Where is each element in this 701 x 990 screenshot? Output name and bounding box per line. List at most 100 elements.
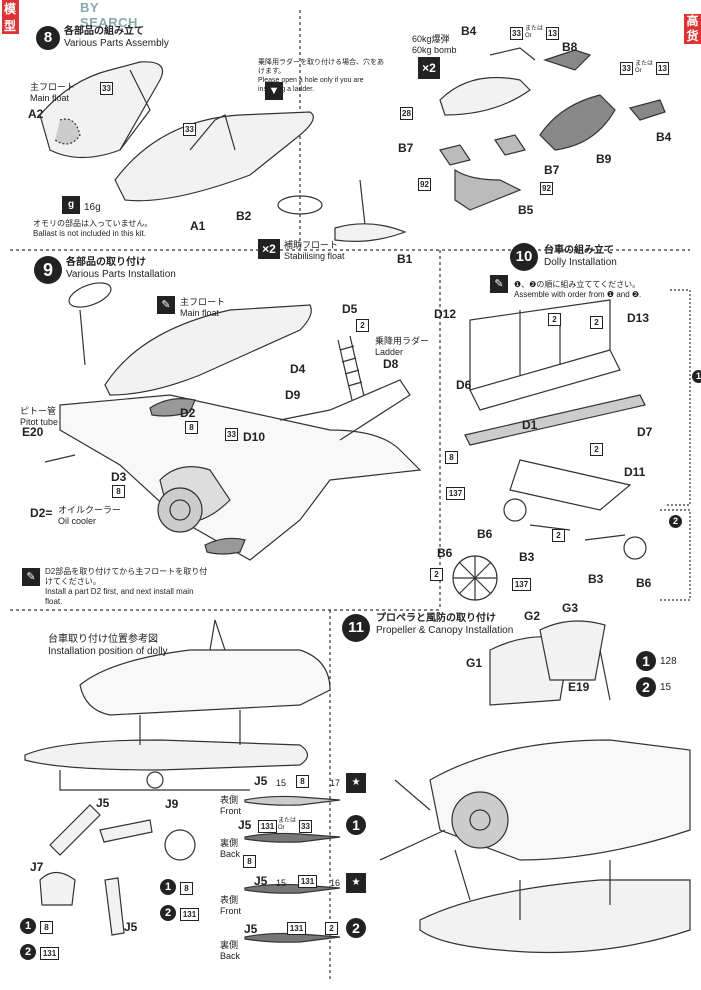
color-2: 2 <box>590 443 603 456</box>
color-13: 13 <box>546 27 559 40</box>
color-137: 137 <box>512 578 531 591</box>
label-j5: J5 <box>238 818 252 832</box>
color-33: 33 <box>620 62 633 75</box>
color-131: 131 <box>287 922 306 935</box>
group-1-marker: 1 <box>692 370 701 383</box>
label-b6: B6 <box>477 527 493 541</box>
drill-icon: ▼ <box>265 82 283 100</box>
ballast-note: オモリの部品は入っていません。Ballast is not included i… <box>33 219 153 238</box>
color-33: 33 <box>225 428 238 441</box>
multiply-two-badge: ×2 <box>418 57 440 79</box>
label-e19: E19 <box>568 680 590 694</box>
color-16: 16 <box>330 878 341 888</box>
color-8: 8 <box>296 775 309 788</box>
step9-title-en: Various Parts Installation <box>66 269 176 280</box>
color-8: 8 <box>180 882 193 895</box>
label-b7: B7 <box>398 141 414 155</box>
color-15: 15 <box>276 878 287 888</box>
label-d8: D8 <box>383 357 399 371</box>
step9-number: 9 <box>34 256 62 284</box>
ladder-hole-note: 乗降用ラダーを取り付ける場合、穴をあけます。Please open a hole… <box>258 59 384 93</box>
label-d11: D11 <box>624 465 646 479</box>
label-j7: J7 <box>30 860 44 874</box>
label-g2: G2 <box>524 609 541 623</box>
label-b2: B2 <box>236 209 252 223</box>
option-1-marker: 1 <box>160 879 176 895</box>
step8-title-en: Various Parts Assembly <box>64 38 169 49</box>
label-b4: B4 <box>461 24 477 38</box>
color-92: 92 <box>418 178 431 191</box>
step8-title: 各部品の組み立て Various Parts Assembly <box>64 26 169 50</box>
color-8: 8 <box>40 921 53 934</box>
color-92: 92 <box>540 182 553 195</box>
color-131: 131 <box>258 820 277 833</box>
color-131: 131 <box>180 908 199 921</box>
color-8: 8 <box>243 855 256 868</box>
label-b9: B9 <box>596 152 612 166</box>
step11-number: 11 <box>342 614 370 642</box>
star-marker: ★ <box>346 873 366 893</box>
label-b6: B6 <box>636 576 652 590</box>
color-2: 2 <box>548 313 561 326</box>
label-d13: D13 <box>627 311 650 325</box>
color-2: 2 <box>325 922 338 935</box>
step8-number: 8 <box>36 26 60 50</box>
step11-title-jp: プロペラと風防の取り付け <box>376 613 496 624</box>
label-b1: B1 <box>397 252 413 266</box>
option-1-marker: 1 <box>346 815 366 835</box>
option-2-marker: 2 <box>160 905 176 921</box>
label-d5: D5 <box>342 302 358 316</box>
color-2: 2 <box>356 319 369 332</box>
color-128: 128 <box>660 656 677 667</box>
label-j5: J5 <box>96 796 110 810</box>
step8-title-jp: 各部品の組み立て <box>64 26 144 37</box>
option-2-marker: 2 <box>20 944 36 960</box>
label-d10: D10 <box>243 430 266 444</box>
color-2: 2 <box>430 568 443 581</box>
color-28: 28 <box>400 107 413 120</box>
label-b3: B3 <box>519 550 535 564</box>
label-a1: A1 <box>190 219 206 233</box>
label-b8: B8 <box>562 40 578 54</box>
weight-value: 16g <box>84 202 101 213</box>
label-d4: D4 <box>290 362 306 376</box>
color-33: 33 <box>100 82 113 95</box>
label-g1: G1 <box>466 656 483 670</box>
color-8: 8 <box>112 485 125 498</box>
label-d3: D3 <box>111 470 127 484</box>
option-2-marker: 2 <box>346 918 366 938</box>
color-8: 8 <box>185 421 198 434</box>
glue-icon: ✎ <box>490 275 508 293</box>
step11-title: プロペラと風防の取り付け Propeller & Canopy Installa… <box>376 613 513 637</box>
watermark-text: BY SEARCH <box>80 0 138 30</box>
group-2-marker: 2 <box>669 515 682 528</box>
label-j9: J9 <box>165 797 179 811</box>
label-j5: J5 <box>254 874 268 888</box>
color-8: 8 <box>445 451 458 464</box>
color-33: 33 <box>183 123 196 136</box>
watermark-tag: 模型 <box>2 0 19 34</box>
step10-title: 台車の組み立て Dolly Installation <box>544 245 617 269</box>
step11-title-en: Propeller & Canopy Installation <box>376 625 514 636</box>
step9-title: 各部品の取り付け Various Parts Installation <box>66 257 176 281</box>
label-e20: E20 <box>22 425 44 439</box>
option-2-marker: 2 <box>636 677 656 697</box>
color-2: 2 <box>590 316 603 329</box>
assembly-order-note: ❶、❷の順に組み立ててください。Assemble with order from… <box>514 280 642 299</box>
label-j5: J5 <box>254 774 268 788</box>
color-137: 137 <box>446 487 465 500</box>
step10-title-jp: 台車の組み立て <box>544 245 614 256</box>
star-marker: ★ <box>346 773 366 793</box>
glue-icon: ✎ <box>157 296 175 314</box>
option-1-marker: 1 <box>636 651 656 671</box>
color-15: 15 <box>276 778 287 788</box>
label-d2: D2 <box>180 406 196 420</box>
